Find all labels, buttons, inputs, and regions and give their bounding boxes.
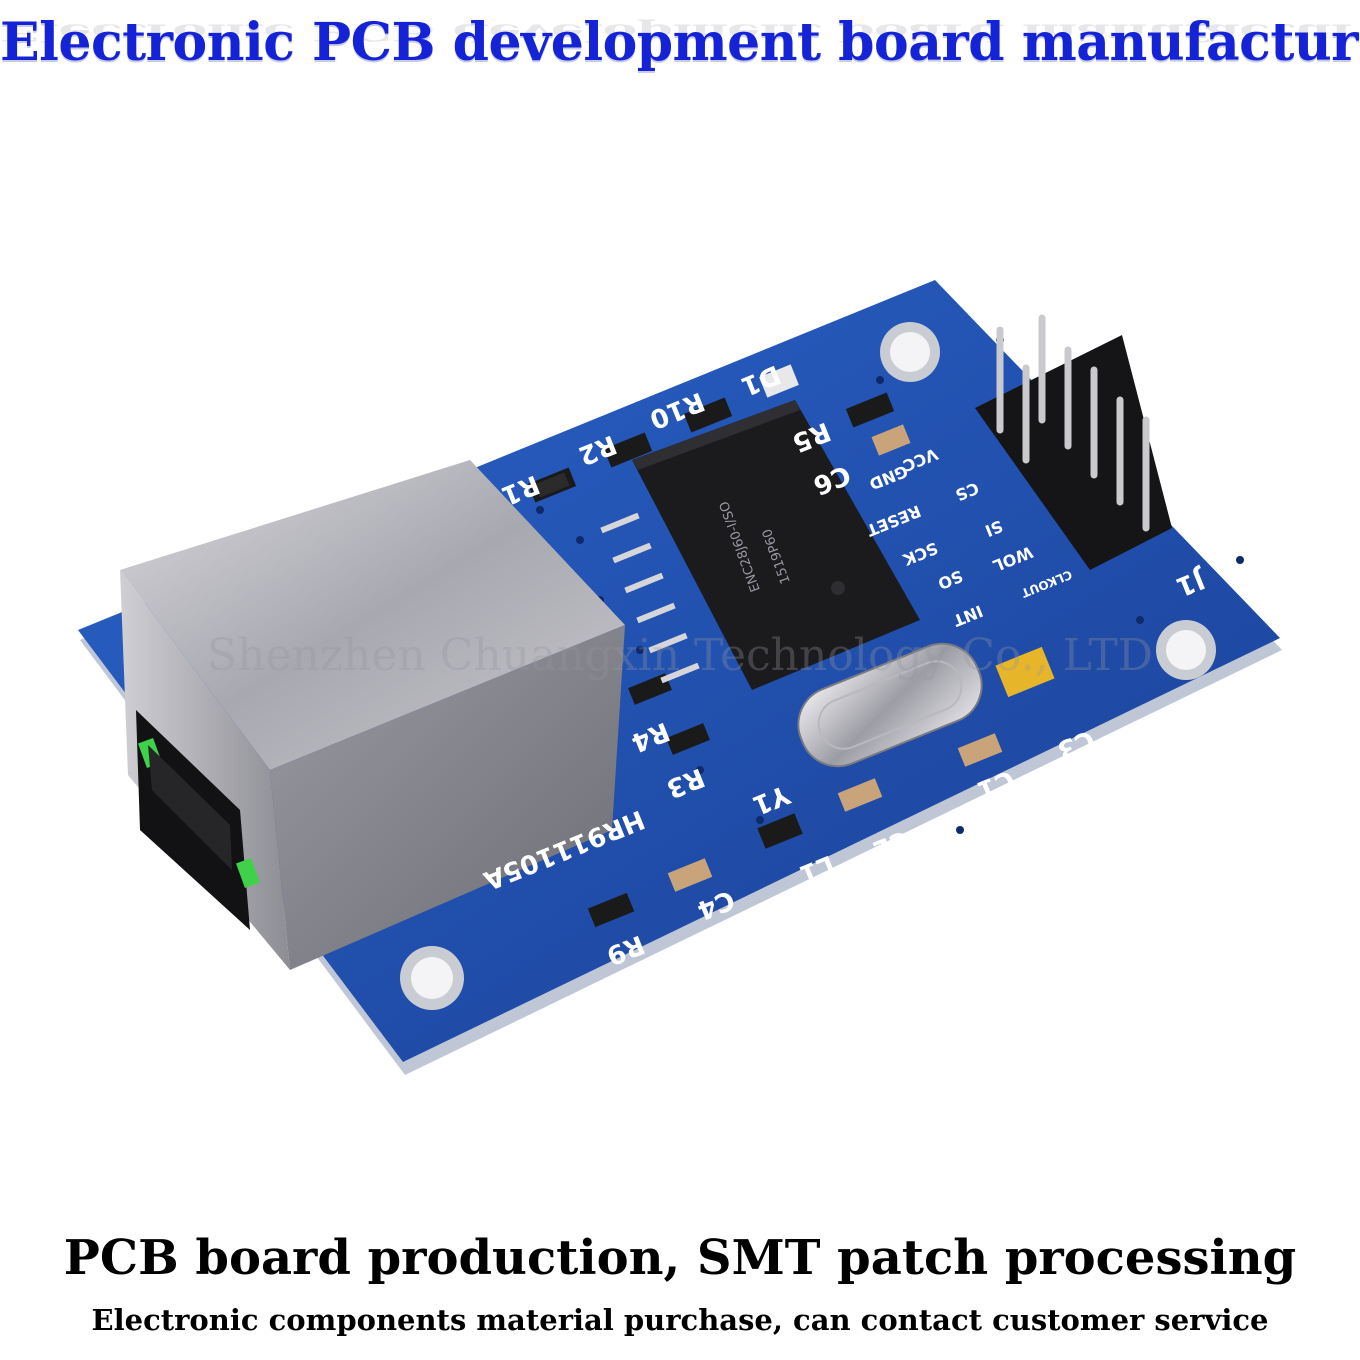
crystal-oscillator (797, 642, 983, 768)
pin-header-j1 (975, 314, 1172, 570)
smd-components (527, 364, 1055, 928)
mounting-hole-bottom (400, 946, 464, 1010)
caption-main: PCB board production, SMT patch processi… (63, 1230, 1297, 1286)
pin-si: SI (982, 516, 1005, 540)
mounting-hole-top (880, 322, 940, 382)
page-title: Electronic PCB development board manufac… (0, 12, 1360, 73)
mounting-hole-right (1156, 620, 1216, 680)
caption-sub: Electronic components material purchase,… (91, 1303, 1269, 1337)
watermark: Shenzhen Chuangxin Technology Co., LTD (207, 630, 1153, 681)
ic-chip: ENC28J60-I/SO 1519P60 (600, 400, 920, 690)
rj45-connector (120, 460, 625, 970)
product-photo: ENC28J60-I/SO 1519P60 R1 R2 R10 D1 R5 C6 (78, 280, 1282, 1075)
